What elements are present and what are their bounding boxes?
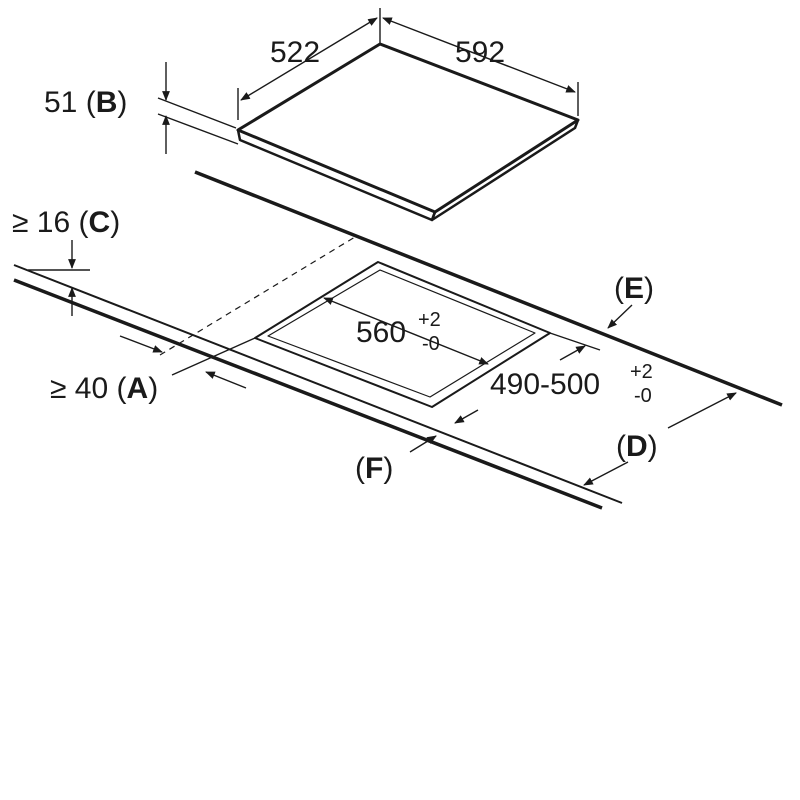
- worktop-hidden-left-edge: [159, 236, 356, 356]
- dimension-arrow-d-top: [667, 392, 737, 429]
- label-f: (F): [355, 452, 393, 485]
- dim-label-560: 560: [356, 316, 406, 349]
- dimension-line-490-500-extension: [549, 332, 601, 351]
- hob-top-surface: [236, 42, 580, 214]
- extension-line-b-bottom: [157, 113, 239, 145]
- worktop: [13, 170, 783, 510]
- cutout-dimension-lines: [28, 240, 737, 486]
- dim-label-c: ≥ 16 (C): [12, 206, 120, 239]
- cutout-inner-wall: [267, 269, 536, 398]
- leader-e: [607, 304, 633, 329]
- hob-dimension-lines: [157, 8, 579, 154]
- dimension-arrow-d-bottom: [583, 461, 629, 486]
- dimension-arrow-490-bottom: [454, 409, 479, 424]
- extension-line-b-top: [157, 97, 237, 129]
- tol-490-plus: +2: [630, 361, 653, 383]
- dimension-arrow-490-top: [559, 345, 586, 361]
- label-e: (E): [614, 272, 654, 305]
- dimension-line-560: [323, 297, 489, 365]
- tol-560-plus: +2: [418, 309, 441, 331]
- worktop-front-bottom-edge: [13, 278, 603, 510]
- dim-label-a: ≥ 40 (A): [50, 372, 158, 405]
- tol-560-minus: -0: [422, 333, 440, 355]
- dim-label-490-500: 490-500: [490, 368, 600, 401]
- dim-label-592: 592: [455, 36, 505, 69]
- dimension-line-522: [240, 17, 378, 101]
- leader-f: [409, 435, 437, 453]
- worktop-front-top-edge: [13, 264, 623, 504]
- dim-label-522: 522: [270, 36, 320, 69]
- dim-label-51: 51 (B): [44, 86, 127, 119]
- worktop-back-edge: [194, 170, 783, 407]
- dimension-line-592: [382, 17, 576, 93]
- extension-line-a: [171, 337, 256, 376]
- label-d: (D): [616, 430, 658, 463]
- tol-490-minus: -0: [634, 385, 652, 407]
- hob-side-edge: [430, 119, 580, 222]
- dimension-arrow-a-left: [119, 335, 163, 353]
- dimension-arrow-a-right: [205, 371, 247, 389]
